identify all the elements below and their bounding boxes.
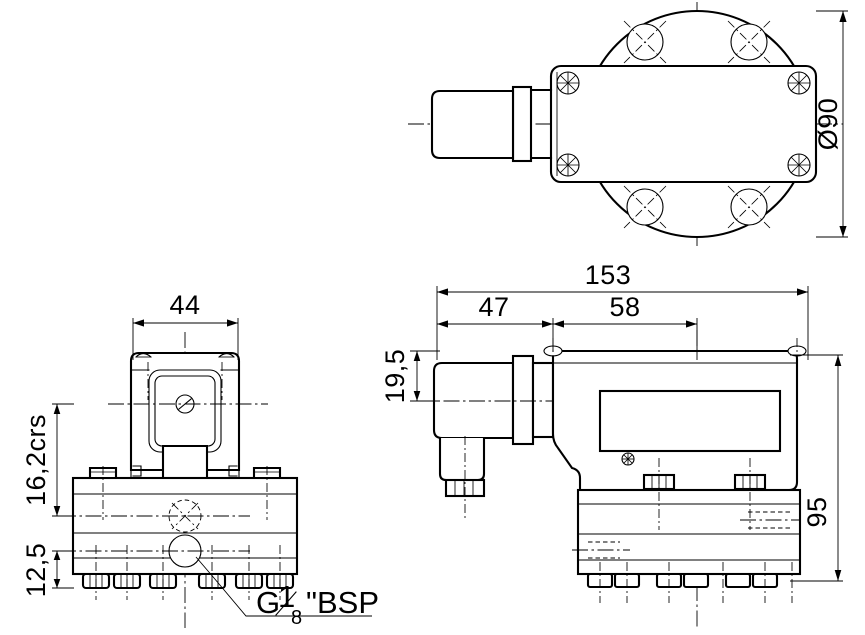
dim-44-arrow-left: [133, 319, 144, 327]
din-plug-stub: [531, 361, 555, 439]
dim-label-16-2crs: 16,2crs: [21, 414, 51, 506]
connector-barrel: [430, 89, 515, 160]
dim-195-arrow-top: [413, 351, 421, 361]
display-window: [598, 389, 782, 453]
connector-collar: [511, 85, 533, 163]
housing-cover-outline: [549, 64, 818, 184]
connector-boss: [430, 85, 553, 163]
coil-tab-right: [218, 352, 235, 358]
thread-callout-denominator: 8: [291, 607, 302, 629]
din-plug-leg: [438, 436, 486, 482]
thread-callout-leader: [195, 556, 372, 617]
side-port-4: [682, 572, 710, 589]
thread-callout-fraction-bar: [275, 591, 297, 616]
solenoid-coil: [108, 351, 268, 500]
dimension-153: 153: [436, 260, 809, 360]
coil-lug-left: [132, 465, 142, 477]
dim-47-arrow-right: [542, 320, 553, 328]
thread-callout-suffix: "BSP: [306, 585, 379, 620]
dimension-44: 44: [132, 290, 239, 360]
din-plug-barrel: [432, 361, 515, 440]
front-view: 44 16,2crs 12,5: [21, 290, 379, 629]
dim-label-19-5: 19,5: [380, 349, 410, 404]
dim-47-arrow-left: [437, 320, 448, 328]
dim-125-arrow-top: [53, 551, 61, 560]
side-manifold-block: [576, 488, 802, 576]
manifold-body: [60, 466, 299, 600]
dim-label-44: 44: [169, 290, 200, 320]
side-view: 153 47 58: [380, 260, 843, 628]
dim-153-arrow-left: [437, 288, 448, 296]
instrument-housing: [543, 338, 807, 492]
cover-screws: [556, 71, 811, 177]
arrow-head-bottom: [839, 226, 847, 237]
dim-label-47: 47: [478, 292, 509, 322]
dimension-16-2crs: 16,2crs: [21, 403, 74, 517]
dimension-58: 58: [553, 292, 698, 360]
flange-mounting-holes: [623, 20, 771, 229]
arrow-head-top: [839, 11, 847, 22]
din-plug-connector: [418, 354, 575, 520]
dim-162-arrow-bottom: [53, 506, 61, 516]
dim-195-arrow-bottom: [413, 391, 421, 401]
din-plug-collar: [511, 354, 535, 446]
dim-label-12-5: 12,5: [21, 543, 51, 598]
dim-125-arrow-bottom: [53, 579, 61, 588]
top-view: Ø90: [408, 2, 848, 246]
thread-callout: G 1 8 "BSP: [195, 556, 379, 629]
side-manifold-body: [572, 458, 802, 603]
side-port-5: [724, 572, 752, 589]
dimension-47: 47: [437, 292, 554, 352]
dimension-95: 95: [790, 354, 843, 582]
coil-tab-left: [135, 352, 152, 358]
coil-lug-right: [228, 465, 238, 477]
dim-58-arrow-left: [553, 320, 564, 328]
dim-label-95: 95: [802, 496, 832, 527]
dimension-12-5: 12,5: [21, 543, 74, 598]
dimension-19-5: 19,5: [380, 349, 440, 404]
dim-95-arrow-bottom: [834, 570, 842, 581]
dim-44-arrow-right: [227, 319, 238, 327]
dim-label-diameter-90: Ø90: [813, 98, 843, 151]
dim-58-arrow-right: [686, 320, 697, 328]
dimension-diameter-90: Ø90: [813, 10, 848, 238]
side-bottom-port-fittings: [586, 562, 793, 603]
dim-162-arrow-top: [53, 404, 61, 414]
dim-label-58: 58: [609, 292, 640, 322]
dim-153-arrow-right: [797, 288, 808, 296]
thread-callout-numerator: 1: [278, 579, 295, 614]
dim-label-153: 153: [585, 260, 632, 290]
dim-95-arrow-top: [834, 355, 842, 366]
